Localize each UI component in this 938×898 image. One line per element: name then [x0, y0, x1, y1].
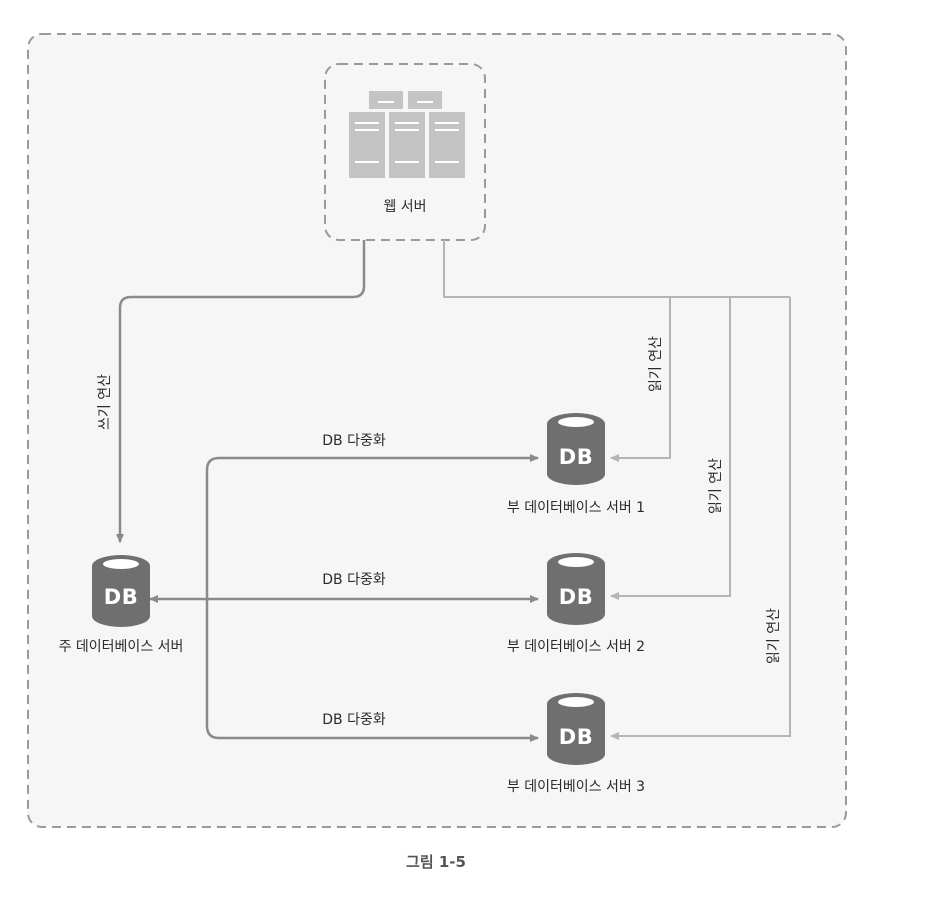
read-operation-label-2: 읽기 연산 — [708, 458, 724, 514]
slave-db-icon-1 — [547, 413, 605, 485]
slave-db-icon-text-1: DB — [558, 445, 594, 469]
read-operation-label-1: 읽기 연산 — [648, 336, 664, 392]
write-operation-line — [116, 240, 366, 543]
read-operation-line-2 — [610, 297, 731, 600]
slave-db-icon-text-3: DB — [558, 725, 594, 749]
slave-db-label-1: 부 데이터베이스 서버 1 — [506, 500, 646, 516]
system-boundary — [27, 33, 847, 828]
master-db-label: 주 데이터베이스 서버 — [58, 639, 184, 655]
read-operation-label-3: 읽기 연산 — [766, 608, 782, 664]
server-rack-icon — [349, 91, 465, 178]
replication-label-2: DB 다중화 — [322, 572, 386, 588]
replication-line-1 — [205, 454, 539, 596]
slave-db-label-2: 부 데이터베이스 서버 2 — [506, 639, 646, 655]
master-db-icon — [92, 555, 150, 627]
master-db-icon-text: DB — [103, 585, 139, 609]
write-operation-label: 쓰기 연산 — [97, 374, 113, 430]
slave-db-label-3: 부 데이터베이스 서버 3 — [506, 779, 646, 795]
replication-label-1: DB 다중화 — [322, 433, 386, 449]
slave-db-icon-text-2: DB — [558, 585, 594, 609]
read-trunk-line — [443, 240, 790, 298]
slave-db-icon-3 — [547, 693, 605, 765]
web-server-label: 웹 서버 — [383, 199, 427, 215]
slave-db-icon-2 — [547, 553, 605, 625]
replication-line-3 — [205, 596, 539, 742]
read-operation-line-3 — [610, 297, 791, 740]
read-operation-line-1 — [610, 297, 671, 462]
figure-caption: 그림 1-5 — [406, 853, 466, 871]
replication-label-3: DB 다중화 — [322, 712, 386, 728]
